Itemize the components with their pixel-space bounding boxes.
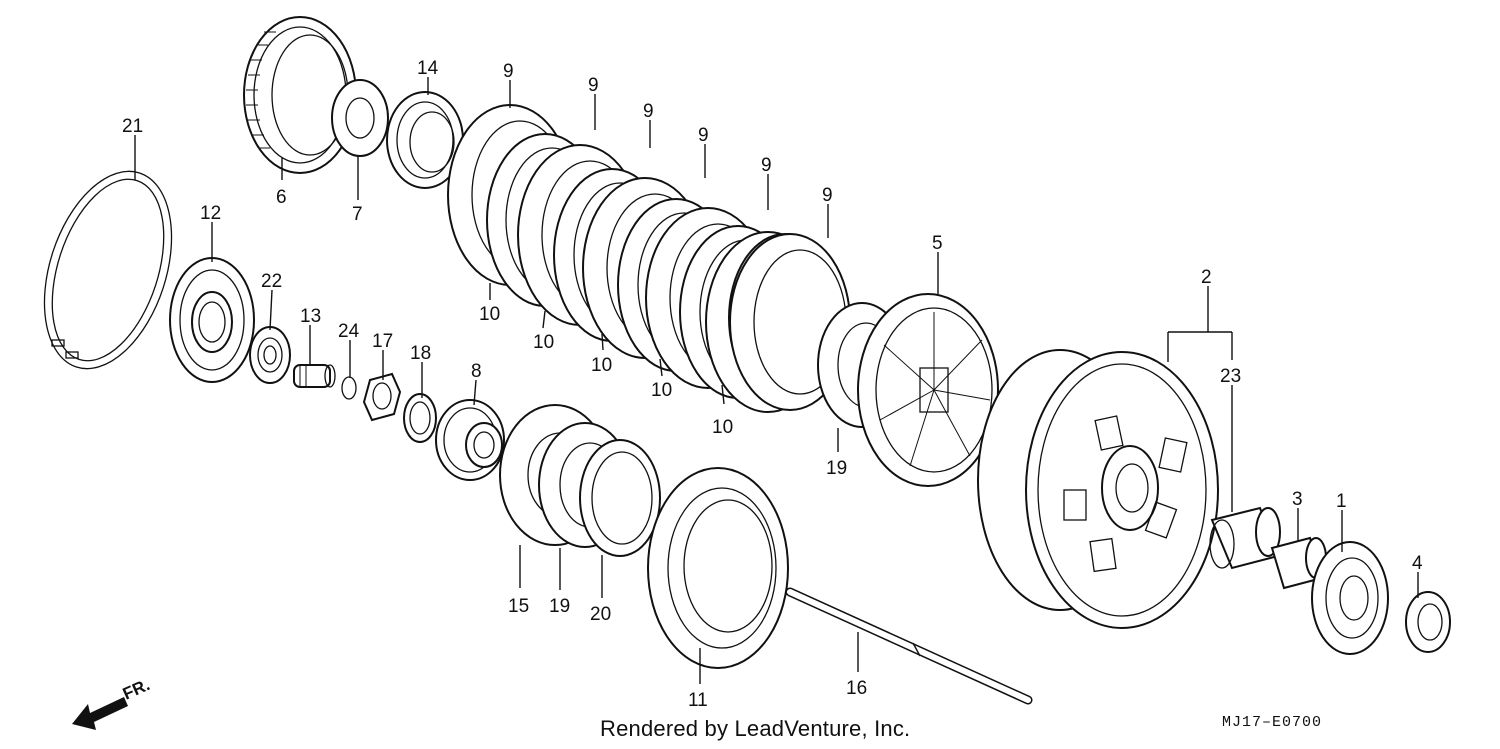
callout-5: 5 [932,233,943,254]
callout-3: 3 [1292,489,1303,510]
front-label: FR. [120,675,153,703]
callout-19a: 19 [826,458,847,479]
part-8-lifter [435,399,505,481]
callout-14: 14 [417,58,439,79]
callout-20: 20 [590,604,611,625]
part-2-clutch-outer [977,349,1219,629]
part-12-retainer-plate [169,257,255,383]
part-1-drive-gear [1311,541,1389,655]
part-23-needle-bearing [1209,506,1281,570]
callout-9a: 9 [503,61,514,82]
callout-10b: 10 [533,332,554,353]
callout-13: 13 [300,306,321,327]
part-14-needle-bearing [386,91,464,189]
callout-12: 12 [200,203,221,224]
callout-6: 6 [276,187,287,208]
callout-19b: 19 [549,596,570,617]
diagram-code: MJ17–E0700 [1222,714,1323,731]
callout-21: 21 [122,116,143,137]
callout-2: 2 [1201,267,1212,288]
callout-7: 7 [352,204,363,225]
part-21-snap-ring [43,170,173,370]
callout-9e: 9 [761,155,772,176]
callout-24: 24 [338,321,360,342]
part-17-lock-nut [362,372,402,422]
part-5-pressure-plate [857,293,999,487]
callout-9c: 9 [643,101,654,122]
part-18-washer [403,393,437,443]
part-20-judder-spring [579,439,661,557]
part-13-collar [293,364,336,388]
callout-10d: 10 [651,380,672,401]
part-24-circlip [341,376,357,400]
part-7-hub [331,79,389,157]
render-credit: Rendered by LeadVenture, Inc. [600,716,911,741]
callout-15: 15 [508,596,529,617]
callout-18: 18 [410,343,431,364]
callout-10c: 10 [591,355,612,376]
callout-10a: 10 [479,304,500,325]
callout-9f: 9 [822,185,833,206]
callout-labels: 21 12 22 13 24 17 18 8 6 7 14 9 9 9 9 9 … [122,58,1423,711]
callout-4: 4 [1412,553,1423,574]
callout-10e: 10 [712,417,733,438]
callout-9d: 9 [698,125,709,146]
callout-1: 1 [1336,491,1347,512]
part-16-push-rod [785,587,1033,705]
callout-9b: 9 [588,75,599,96]
front-direction-indicator: FR. [72,675,153,730]
callout-22: 22 [261,271,282,292]
callout-17: 17 [372,331,393,352]
leader-lines [134,77,1419,684]
part-4-washer [1405,591,1451,653]
arrow-icon [72,697,128,730]
clutch-plate-stack [447,104,851,413]
callout-11: 11 [688,690,708,711]
part-22-bearing [249,326,291,384]
callout-16: 16 [846,678,867,699]
callout-23: 23 [1220,366,1241,387]
part-11-clutch-center [647,467,789,669]
callout-8: 8 [471,361,482,382]
